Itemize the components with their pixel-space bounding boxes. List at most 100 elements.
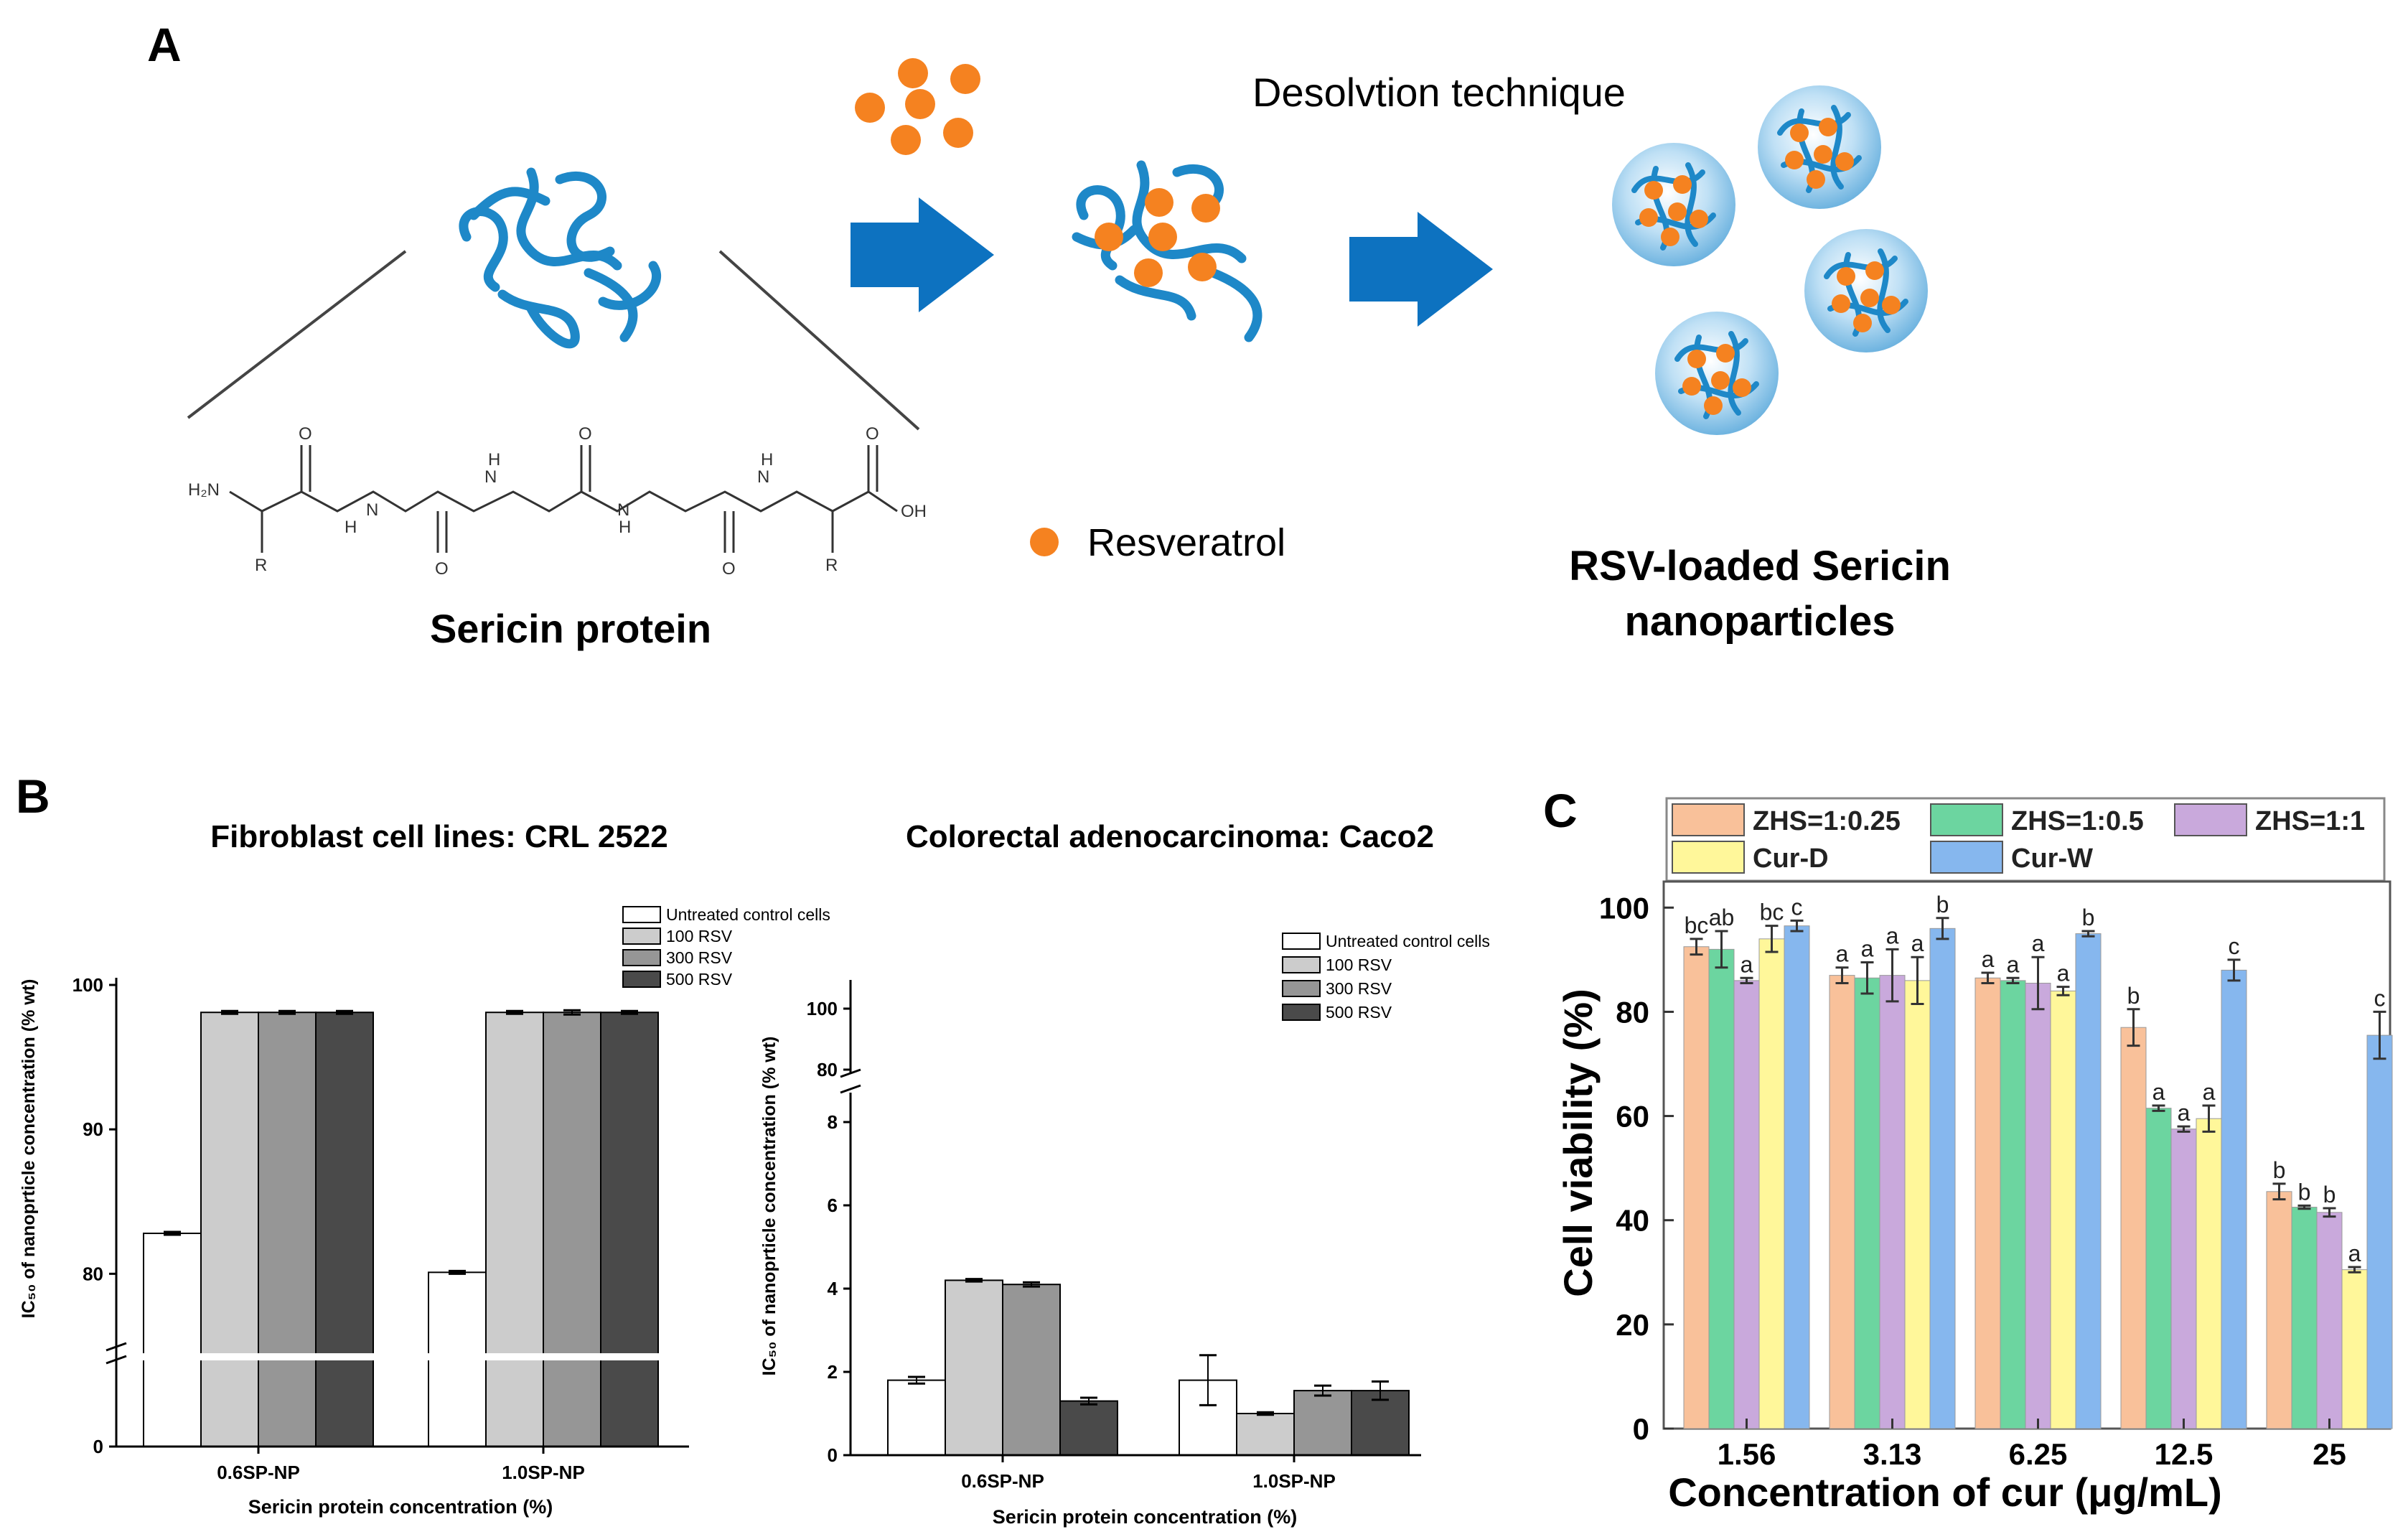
- x-tick-label: 0.6SP-NP: [961, 1470, 1044, 1492]
- nanoparticle-drug-icon: [1716, 344, 1735, 363]
- bar: [2075, 933, 2102, 1429]
- nanoparticle-drug-icon: [1807, 170, 1825, 189]
- bar: [1784, 925, 1810, 1429]
- significance-letter: b: [2323, 1182, 2336, 1207]
- significance-letter: b: [2273, 1157, 2286, 1183]
- x-tick-label: 12.5: [2155, 1437, 2213, 1471]
- svg-text:O: O: [435, 559, 449, 579]
- svg-text:N: N: [366, 500, 378, 520]
- legend-label: 100 RSV: [666, 927, 733, 945]
- rsv-caption-line-1: RSV-loaded Sericin: [1569, 543, 1951, 589]
- bar: [1002, 1284, 1061, 1456]
- zoom-line-left: [187, 250, 407, 419]
- significance-letter: a: [2348, 1241, 2361, 1266]
- legend-swatch: [622, 971, 661, 988]
- process-arrow-1-icon: [851, 197, 994, 312]
- chart-b2: Colorectal adenocarcinoma: Caco2 0246880…: [759, 819, 1490, 1528]
- chart-b2-title: Colorectal adenocarcinoma: Caco2: [906, 819, 1434, 854]
- bar: [1733, 980, 1760, 1429]
- bar: [1236, 1413, 1295, 1456]
- nanoparticle-drug-icon: [1733, 378, 1751, 397]
- svg-text:H: H: [488, 450, 500, 469]
- nanoparticle-drug-icon: [1661, 228, 1679, 246]
- nanoparticle-drug-icon: [1704, 396, 1723, 415]
- significance-letter: a: [2178, 1100, 2191, 1126]
- bar: [2291, 1207, 2318, 1429]
- legend-label: 500 RSV: [1326, 1003, 1392, 1022]
- bar: [2025, 983, 2051, 1429]
- zoom-line-right: [718, 250, 920, 431]
- axis-break-band: [118, 1353, 690, 1360]
- y-tick-label: 6: [828, 1195, 838, 1216]
- svg-text:N: N: [484, 467, 497, 487]
- bar: [2120, 1027, 2147, 1429]
- significance-letter: a: [1886, 922, 1899, 948]
- sericin-protein-caption: Sericin protein: [430, 606, 711, 651]
- x-tick-label: 1.0SP-NP: [502, 1462, 585, 1483]
- svg-text:O: O: [866, 424, 879, 444]
- significance-letter: b: [2082, 905, 2095, 930]
- nanoparticle-chain-icon: [1631, 162, 1716, 251]
- significance-letter: a: [1911, 930, 1924, 956]
- y-tick-label: 40: [1616, 1204, 1649, 1238]
- panel-a: A H₂N O H N O: [147, 18, 1951, 651]
- nanoparticle-drug-icon: [1790, 123, 1809, 142]
- x-tick-label: 6.25: [2009, 1437, 2068, 1471]
- bar: [1854, 977, 1880, 1429]
- legend-label: ZHS=1:0.25: [1753, 806, 1901, 836]
- bar: [2366, 1034, 2393, 1429]
- legend-swatch: [2174, 803, 2247, 836]
- legend-swatch: [1930, 841, 2003, 874]
- svg-text:N: N: [617, 500, 629, 520]
- svg-text:O: O: [578, 424, 592, 444]
- significance-letter: b: [2127, 983, 2140, 1009]
- significance-letter: bc: [1685, 912, 1709, 938]
- chart-c-ylabel: Cell viability (%): [1555, 989, 1601, 1297]
- y-tick-label: 60: [1616, 1100, 1649, 1134]
- bar: [1293, 1390, 1352, 1456]
- svg-text:R: R: [255, 556, 267, 575]
- bar: [2316, 1212, 2343, 1429]
- bar: [258, 1012, 317, 1447]
- nanoparticle-drug-icon: [1832, 294, 1850, 313]
- nanoparticle-drug-icon: [1865, 261, 1884, 280]
- nanoparticle-chain-icon: [1777, 105, 1862, 193]
- y-tick-label: 100: [1599, 891, 1649, 925]
- bar: [2170, 1129, 2197, 1429]
- x-tick-label: 3.13: [1863, 1437, 1922, 1471]
- legend-swatch: [1672, 803, 1745, 836]
- significance-letter: a: [1741, 951, 1753, 977]
- legend-label: 500 RSV: [666, 970, 733, 989]
- bar: [543, 1012, 601, 1447]
- significance-letter: ab: [1709, 905, 1735, 930]
- nanoparticle-drug-icon: [1835, 152, 1854, 171]
- bar: [2341, 1269, 2368, 1429]
- significance-letter: bc: [1760, 900, 1784, 925]
- bar: [2266, 1191, 2292, 1429]
- legend-label: ZHS=1:1: [2255, 806, 2365, 836]
- significance-letter: a: [1982, 946, 1995, 972]
- legend-label: Cur-D: [1753, 844, 1829, 874]
- chart-b2-ylabel: IC₅₀ of nanoprticle concentration (% wt): [759, 1037, 779, 1376]
- y-tick-label: 90: [83, 1118, 103, 1140]
- significance-letter: c: [2374, 985, 2386, 1011]
- sericin-protein-chain-icon: [459, 167, 662, 349]
- significance-letter: c: [2229, 933, 2240, 959]
- y-tick-label: 8: [828, 1111, 838, 1133]
- legend-label: 300 RSV: [1326, 979, 1392, 998]
- resveratrol-dots-icon: [855, 58, 980, 155]
- legend-label: 100 RSV: [1326, 956, 1392, 974]
- bar: [2050, 990, 2076, 1429]
- bar: [600, 1012, 659, 1447]
- significance-letter: a: [2203, 1079, 2216, 1105]
- nanoparticle-drug-icon: [1673, 175, 1692, 194]
- legend-swatch: [622, 928, 661, 945]
- nanoparticle-drug-icon: [1785, 151, 1804, 169]
- axis-break-mark: [840, 1068, 861, 1094]
- resveratrol-legend-label: Resveratrol: [1087, 521, 1285, 564]
- bar: [887, 1379, 946, 1456]
